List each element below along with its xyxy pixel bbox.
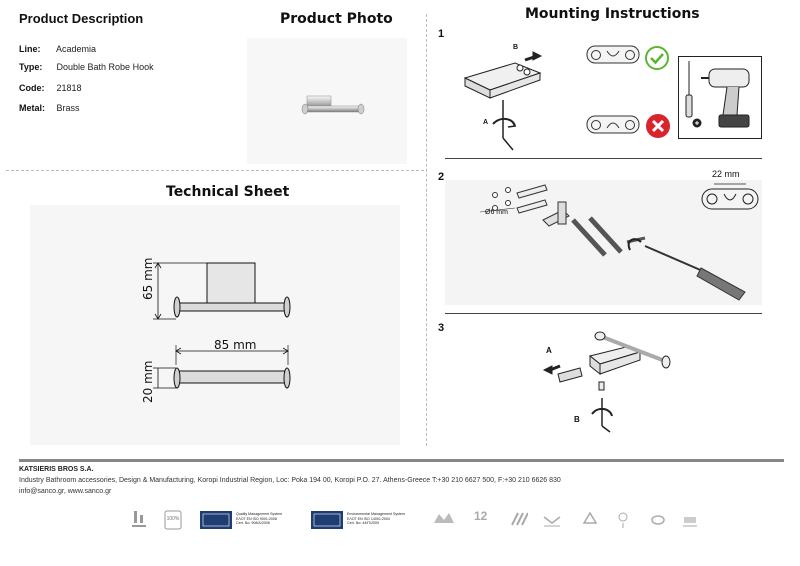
sun-logo-icon [618, 512, 628, 528]
spec-value: Academia [56, 44, 97, 54]
front-view [153, 262, 291, 320]
spec-key: Metal: [19, 103, 46, 113]
plate-spacing-icon [701, 183, 759, 210]
step3-illustration [530, 326, 680, 446]
anchor-diameter-label: Ø6 mm [485, 209, 508, 216]
company-address: Industry Bathroom accessories, Design & … [19, 477, 561, 484]
spec-value: Double Bath Robe Hook [56, 62, 154, 72]
recycle-logo-icon [582, 511, 598, 524]
spec-key: Line: [19, 44, 41, 54]
step3-install-drawing [542, 331, 671, 433]
environment-cert-text: Environmental Management System ΕΛΟΤ ΕΝ … [347, 512, 405, 526]
column-divider [426, 14, 427, 446]
spec-value: Brass [56, 103, 80, 113]
quality-cert-badge: Quality Management System ΕΛΟΤ ΕΝ ISO 90… [200, 511, 290, 529]
brass-quality-logo-icon [511, 512, 528, 526]
hotels-logo-icon [132, 511, 146, 527]
step2-assembly-drawing [479, 184, 746, 301]
mounting-title: Mounting Instructions [525, 6, 700, 22]
cross-icon [646, 114, 670, 138]
plate-wrong-icon [586, 115, 640, 134]
hole-spacing-label: 22 mm [712, 169, 740, 179]
brass-100-logo-icon: 100% [164, 510, 182, 530]
warranty-years: 12 [474, 509, 488, 523]
step3-label-b: B [574, 415, 580, 424]
footer-divider [19, 459, 784, 462]
spec-key: Type: [19, 62, 43, 72]
water-logo-icon [651, 515, 665, 525]
spec-key: Code: [19, 83, 45, 93]
width-dimension-label: 85 mm [214, 338, 257, 352]
tools-box [678, 56, 762, 139]
top-view [153, 345, 291, 389]
step3-label-a: A [546, 346, 552, 355]
product-photo-title: Product Photo [280, 11, 393, 27]
product-description-title: Product Description [19, 11, 144, 26]
step-divider [445, 158, 762, 159]
technical-drawing-panel [30, 205, 400, 445]
step-number: 2 [438, 171, 445, 183]
technical-drawing [153, 262, 291, 389]
company-contact: info@sanco.gr, www.sanco.gr [19, 488, 112, 495]
spec-value: 21818 [56, 83, 82, 93]
step1-bracket-drawing [463, 51, 543, 151]
step1-label-a: A [483, 119, 489, 126]
step-number: 1 [438, 28, 445, 40]
svg-text:100%: 100% [167, 516, 180, 522]
drill-screwdriver-icon [685, 61, 750, 128]
plate-correct-icon [586, 45, 640, 64]
chrome-logo-icon [543, 516, 561, 527]
step1-illustration [445, 38, 580, 153]
greek-design-logo-icon [434, 513, 454, 523]
step-number: 3 [438, 322, 445, 334]
spec-type: Type: Double Bath Robe Hook [19, 62, 154, 72]
product-photo-image [301, 95, 365, 115]
section-divider [6, 170, 424, 171]
technical-sheet-title: Technical Sheet [166, 184, 290, 200]
company-name: KATSIERIS BROS S.A. [19, 466, 94, 473]
metal-logo-icon [683, 517, 697, 527]
spec-metal: Metal: Brass [19, 103, 80, 113]
step-divider [445, 313, 762, 314]
step1-label-b: B [513, 44, 519, 51]
environment-cert-badge: Environmental Management System ΕΛΟΤ ΕΝ … [311, 511, 411, 529]
product-photo-panel [247, 38, 407, 164]
check-icon [645, 46, 669, 70]
depth-dimension-label: 20 mm [141, 360, 155, 403]
quality-cert-text: Quality Management System ΕΛΟΤ ΕΝ ISO 90… [236, 512, 283, 526]
spec-code: Code: 21818 [19, 83, 82, 93]
height-dimension-label: 65 mm [141, 257, 155, 300]
spec-line: Line: Academia [19, 44, 96, 54]
